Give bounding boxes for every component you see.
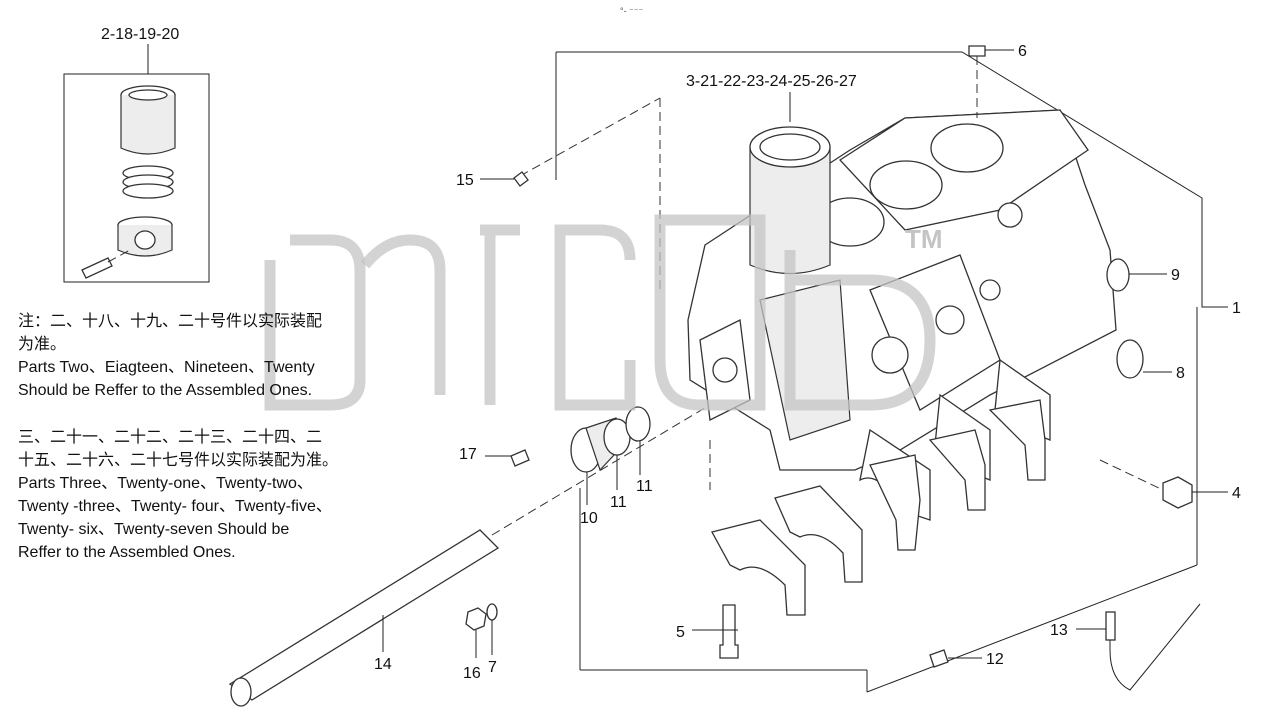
bolt-6 bbox=[968, 45, 986, 57]
watermark: TM bbox=[264, 214, 943, 411]
plug-15 bbox=[513, 171, 529, 187]
callout-8: 8 bbox=[1176, 365, 1185, 382]
callout-piston-group: 2-18-19-20 bbox=[101, 26, 179, 43]
piston-group-frame bbox=[63, 73, 210, 283]
piston-assembly-group: 2-18-19-20 bbox=[63, 26, 210, 283]
callout-10: 10 bbox=[580, 510, 598, 527]
watermark-tm: TM bbox=[905, 224, 943, 254]
callout-9: 9 bbox=[1171, 267, 1180, 284]
callout-1: 1 bbox=[1232, 300, 1241, 317]
note-2-cn-line1: 三、二十一、二十二、二十三、二十四、二 bbox=[18, 429, 323, 446]
note-1-en-line1: Parts Two、Eiagteen、Nineteen、Twenty bbox=[18, 359, 315, 376]
note-2-en-line3: Twenty- six、Twenty-seven Should be bbox=[18, 521, 290, 538]
note-2-cn-line2: 十五、二十六、二十七号件以实际装配为准。 bbox=[18, 452, 339, 469]
header-code: °- ⁻⁻⁻ bbox=[620, 6, 644, 16]
callout-liner-group: 3-21-22-23-24-25-26-27 bbox=[686, 73, 857, 90]
bearing-caps bbox=[711, 399, 1046, 616]
nut-16 bbox=[465, 607, 487, 631]
callout-13: 13 bbox=[1050, 622, 1068, 639]
note-1-cn-line1: 注：二、十八、十九、二十号件以实际装配 bbox=[18, 313, 323, 330]
dipstick-13 bbox=[1109, 603, 1201, 691]
note-2-en-line4: Reffer to the Assembled Ones. bbox=[18, 544, 236, 561]
seal-9 bbox=[1106, 258, 1130, 292]
note-2-en-line2: Twenty -three、Twenty- four、Twenty-five、 bbox=[18, 498, 332, 515]
note-2-en-line1: Parts Three、Twenty-one、Twenty-two、 bbox=[18, 475, 313, 492]
camshaft-14 bbox=[228, 529, 500, 701]
screw-12 bbox=[929, 649, 949, 668]
note-1-en-line2: Should be Reffer to the Assembled Ones. bbox=[18, 382, 313, 399]
callout-15: 15 bbox=[456, 172, 474, 189]
small-parts bbox=[228, 45, 1201, 707]
seal-8 bbox=[1116, 339, 1144, 379]
callout-5: 5 bbox=[676, 624, 685, 641]
callout-7: 7 bbox=[488, 659, 497, 676]
note-1-cn-line2: 为准。 bbox=[18, 336, 67, 353]
callout-16: 16 bbox=[463, 665, 481, 682]
callout-4: 4 bbox=[1232, 485, 1241, 502]
seal-11b bbox=[625, 406, 651, 442]
callout-6: 6 bbox=[1018, 43, 1027, 60]
callout-17: 17 bbox=[459, 446, 477, 463]
bolt-5 bbox=[719, 604, 739, 659]
washer-7 bbox=[486, 603, 498, 621]
callouts: 1 4 5 6 7 8 9 10 11 11 12 13 14 15 16 17 bbox=[374, 43, 1241, 682]
callout-11-a: 11 bbox=[610, 494, 627, 511]
plug-4 bbox=[1162, 476, 1193, 509]
callout-12: 12 bbox=[986, 651, 1004, 668]
callout-14: 14 bbox=[374, 656, 392, 673]
cylinder-liner-group: 3-21-22-23-24-25-26-27 bbox=[686, 73, 857, 275]
callout-11-b: 11 bbox=[636, 478, 653, 495]
plug-17 bbox=[510, 449, 530, 467]
